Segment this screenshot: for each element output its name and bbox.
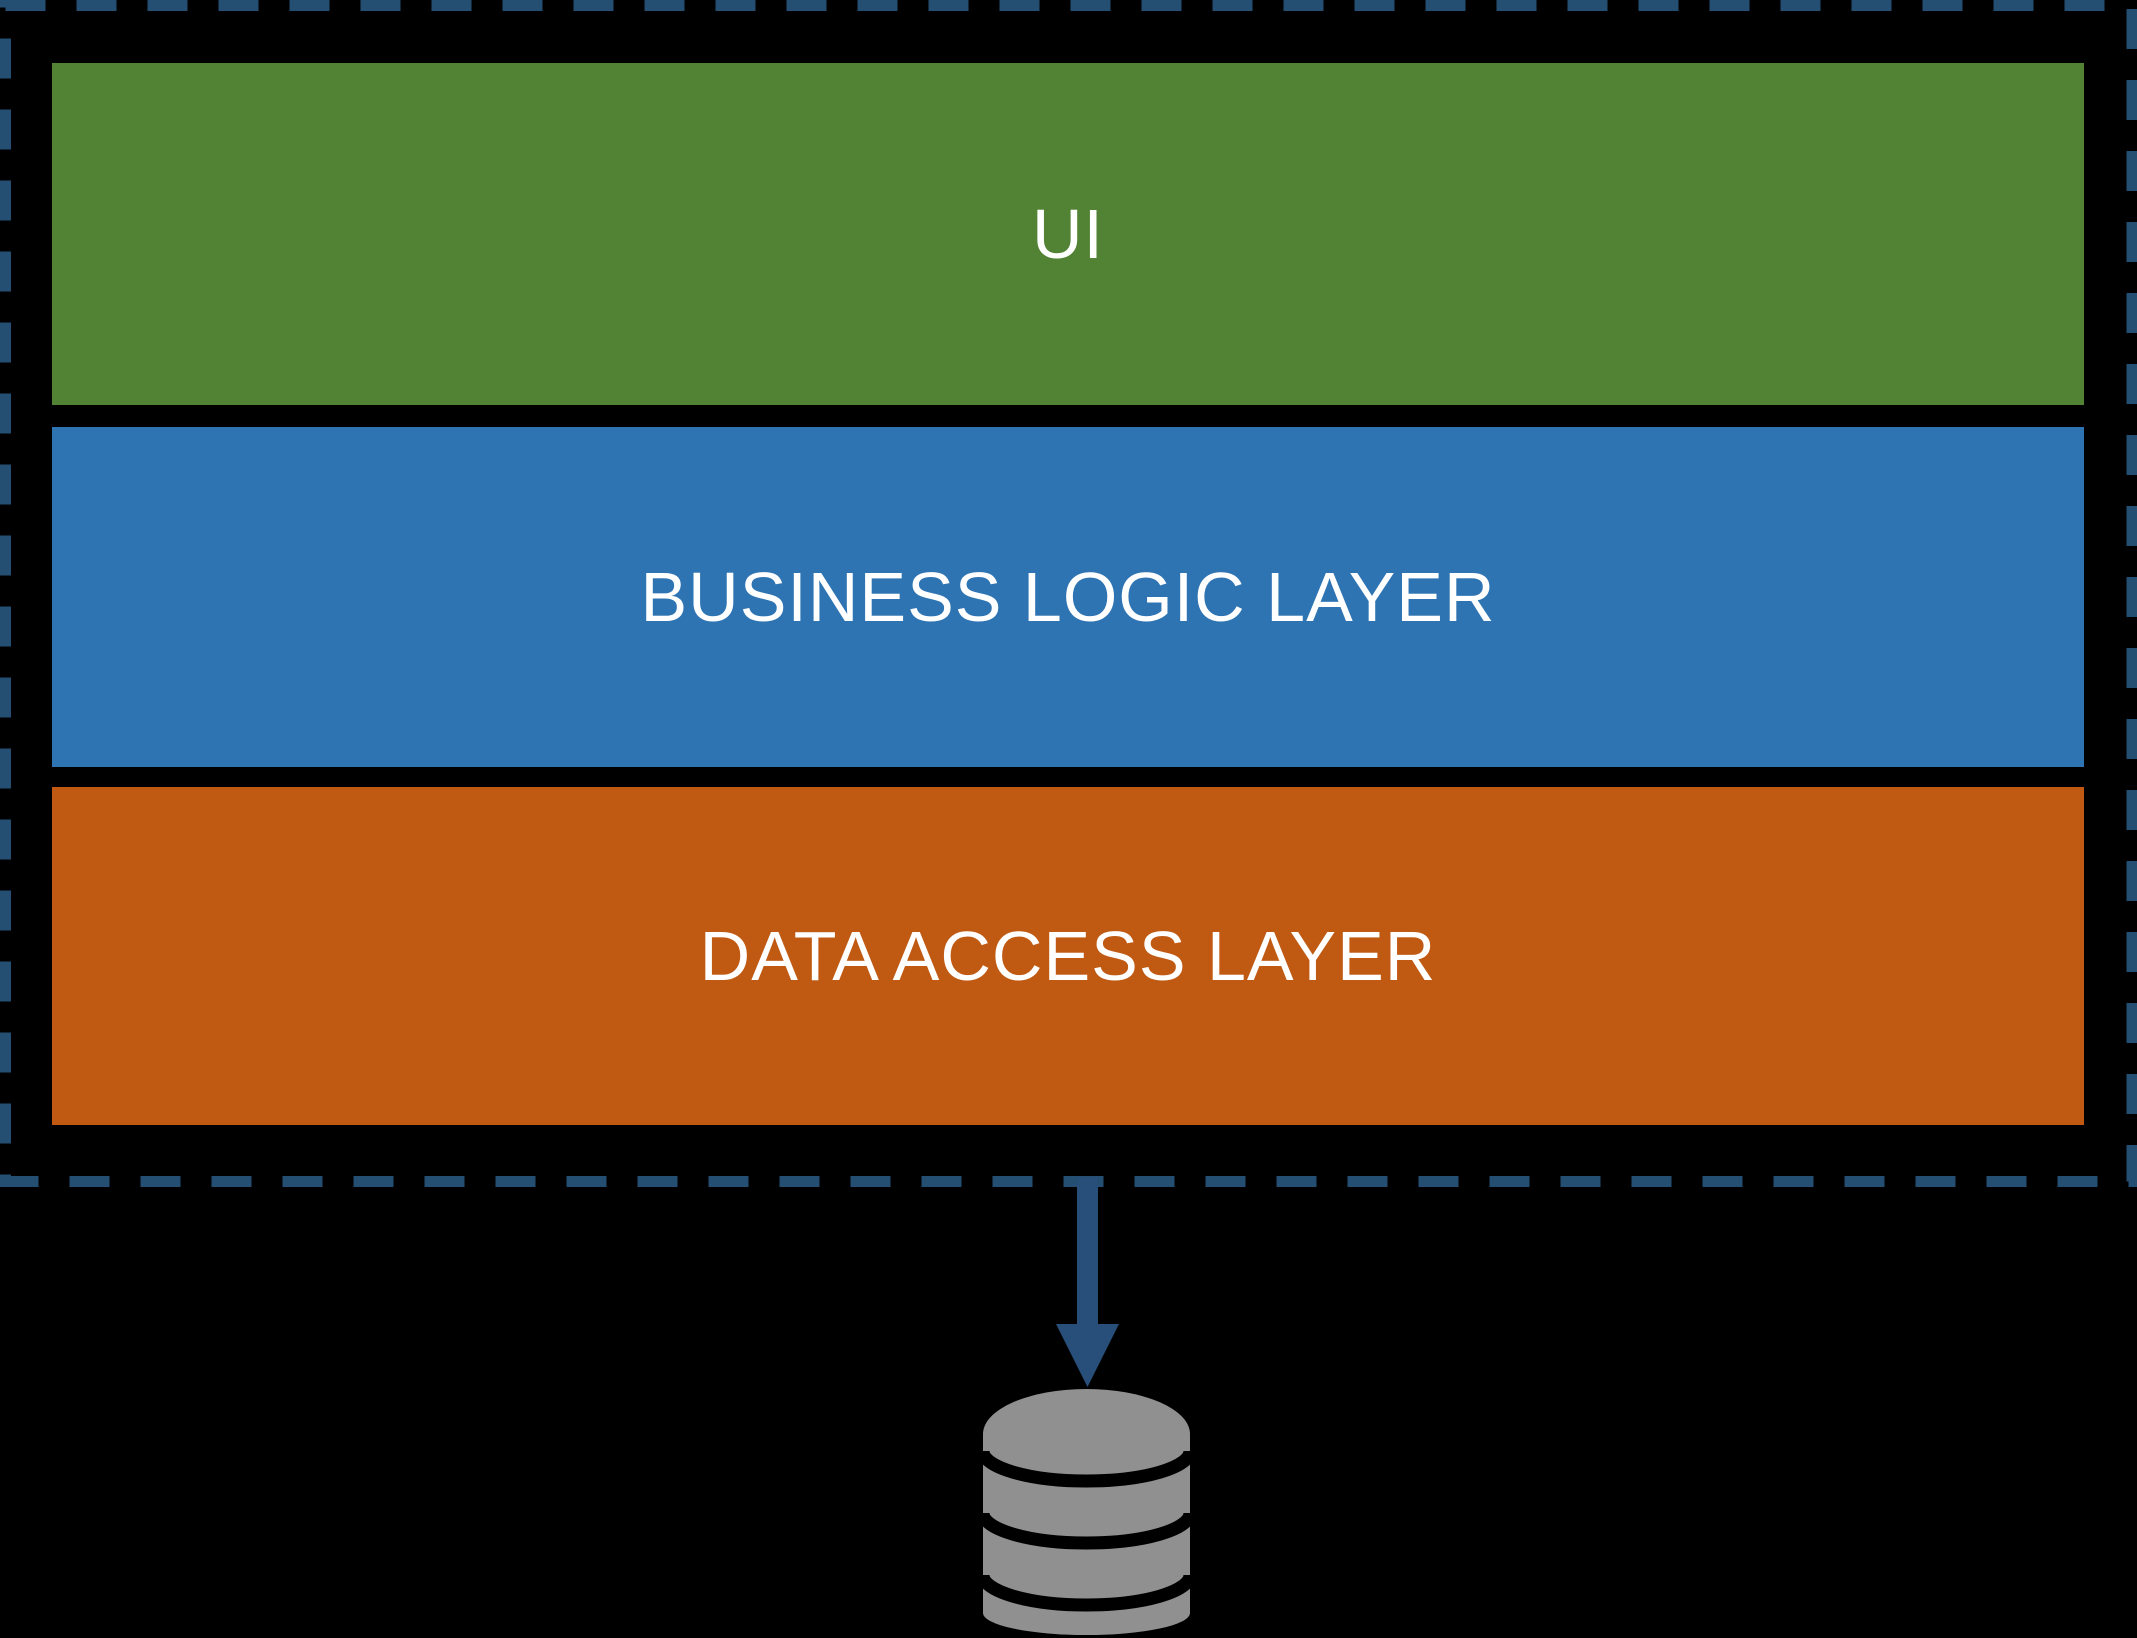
layer-business-logic-label: BUSINESS LOGIC LAYER (640, 558, 1496, 636)
down-arrow-head (1056, 1324, 1119, 1387)
database-disk-gap (976, 1450, 1197, 1488)
database-disk-gap (976, 1512, 1197, 1550)
database-icon (976, 1389, 1197, 1635)
layer-data-access-label: DATA ACCESS LAYER (699, 917, 1437, 995)
down-arrow-icon (1056, 1178, 1119, 1387)
dashed-boundary (0, 0, 2137, 1187)
database-body (983, 1389, 1190, 1635)
down-arrow-shaft (1077, 1178, 1098, 1326)
layer-business-logic: BUSINESS LOGIC LAYER (52, 427, 2084, 767)
database-disk-gap (976, 1574, 1197, 1612)
layer-ui: UI (52, 63, 2084, 405)
layer-ui-label: UI (1032, 195, 1104, 273)
layer-data-access: DATA ACCESS LAYER (52, 787, 2084, 1125)
